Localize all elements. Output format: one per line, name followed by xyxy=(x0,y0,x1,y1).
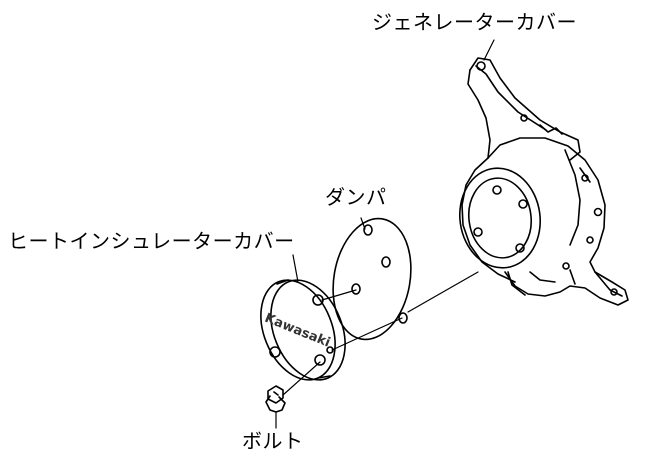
bolt-drawing xyxy=(265,385,286,413)
label-bolt: ボルト xyxy=(242,429,304,453)
assembly-lines xyxy=(282,271,479,396)
label-generator-cover: ジェネレーターカバー xyxy=(372,10,577,34)
damper-drawing xyxy=(332,217,412,341)
label-damper: ダンパ xyxy=(325,185,387,209)
heat-insulator-cover-drawing xyxy=(260,279,346,381)
leader-lines xyxy=(275,39,495,429)
label-heat-insulator-cover: ヒートインシュレーターカバー xyxy=(8,229,295,253)
generator-cover-drawing xyxy=(458,57,629,306)
